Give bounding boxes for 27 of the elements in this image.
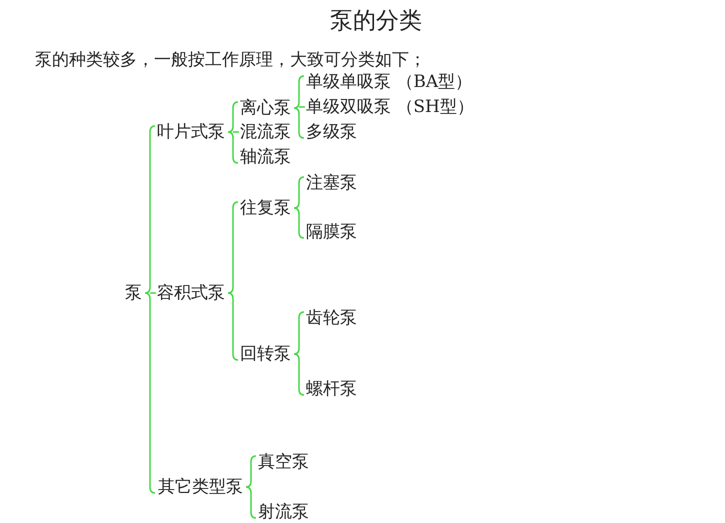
category-label: 往复泵 xyxy=(240,200,291,216)
title: 泵的分类 xyxy=(330,10,422,33)
category-label: 回转泵 xyxy=(240,346,291,362)
category-label: 真空泵 xyxy=(258,454,309,470)
category-label: 隔膜泵 xyxy=(306,224,357,240)
intro-text: 泵的种类较多，一般按工作原理，大致可分类如下； xyxy=(35,52,426,68)
category-label: 射流泵 xyxy=(258,504,309,520)
category-label: 混流泵 xyxy=(240,124,291,140)
category-label: 单级单吸泵 （BA型） xyxy=(306,74,472,90)
curly-brace xyxy=(293,311,305,396)
curly-brace xyxy=(293,75,306,139)
category-label: 单级双吸泵 （SH型） xyxy=(306,98,474,116)
category-label: 其它类型泵 xyxy=(158,478,243,496)
curly-brace xyxy=(227,201,239,361)
category-label: 齿轮泵 xyxy=(306,310,357,326)
curly-brace xyxy=(293,176,305,239)
category-label: 离心泵 xyxy=(240,100,291,116)
curly-brace xyxy=(227,101,240,164)
category-label: 泵 xyxy=(125,284,142,302)
category-label: 容积式泵 xyxy=(157,284,225,302)
category-label: 叶片式泵 xyxy=(157,124,225,140)
category-label: 注塞泵 xyxy=(306,174,357,192)
category-label: 螺杆泵 xyxy=(306,380,357,398)
curly-brace xyxy=(245,455,257,519)
category-label: 多级泵 xyxy=(306,124,357,140)
category-label: 轴流泵 xyxy=(240,148,291,166)
curly-brace xyxy=(144,125,157,494)
